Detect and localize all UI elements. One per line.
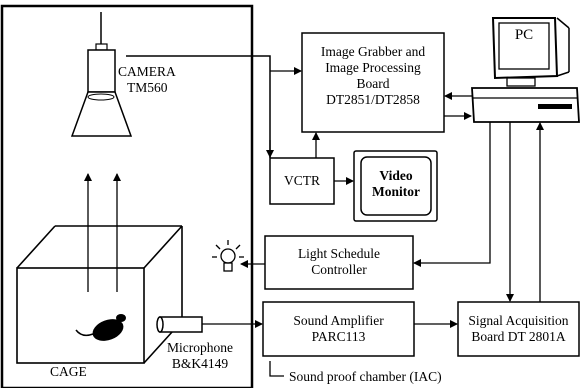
vctr-label-text: VCTR — [283, 173, 320, 188]
pc-to-light-controller-line — [413, 122, 491, 267]
microphone-icon — [156, 316, 203, 333]
light-label-line1: Light Schedule — [297, 246, 381, 261]
pc-label: PC — [499, 27, 549, 43]
sig-label-line2: Board DT 2801A — [471, 329, 566, 344]
grabber-label-line2: Image Processing — [325, 60, 421, 75]
mic-label-line1: Microphone — [167, 340, 233, 355]
sound-amplifier-box — [262, 301, 415, 357]
cage-label-text: CAGE — [50, 364, 87, 379]
amp-label-line1: Sound Amplifier — [293, 313, 384, 328]
sound-proof-chamber — [0, 4, 254, 388]
image-grabber-box — [301, 32, 445, 133]
grabber-label-line3: Board — [356, 76, 390, 91]
amp-label-line2: PARC113 — [311, 329, 366, 344]
microphone-label: Microphone B&K4149 — [150, 340, 250, 372]
signal-acquisition-box — [457, 301, 580, 357]
camera-label-line1: CAMERA — [118, 64, 176, 79]
light-bulb-icon — [212, 240, 244, 272]
sig-label-line1: Signal Acquisition — [468, 313, 569, 328]
pc-label-text: PC — [514, 27, 534, 43]
light-controller-box — [264, 235, 414, 290]
vctr-box — [269, 157, 335, 205]
mouse-icon — [75, 314, 126, 341]
camera-label: CAMERA TM560 — [118, 64, 176, 96]
light-label-line2: Controller — [311, 262, 367, 277]
video-monitor-label: Video Monitor — [361, 168, 431, 200]
video-monitor-screen — [360, 156, 432, 216]
camera-model-label: TM560 — [127, 80, 168, 95]
cage-label: CAGE — [50, 364, 87, 380]
vctr-label: VCTR — [270, 173, 334, 189]
camera-icon — [70, 12, 133, 137]
light-controller-label: Light Schedule Controller — [265, 246, 413, 278]
pc-icon — [471, 17, 580, 123]
grabber-label-line1: Image Grabber and — [320, 44, 426, 59]
sound-amplifier-label: Sound Amplifier PARC113 — [263, 313, 414, 345]
chamber-label-text: Sound proof chamber (IAC) — [289, 369, 442, 384]
camera-cable — [126, 55, 271, 158]
image-grabber-label: Image Grabber and Image Processing Board… — [302, 44, 444, 108]
monitor-label-line2: Monitor — [372, 184, 420, 199]
grabber-label-line4: DT2851/DT2858 — [326, 92, 420, 107]
mic-label-line2: B&K4149 — [171, 356, 229, 371]
signal-acquisition-label: Signal Acquisition Board DT 2801A — [458, 313, 579, 345]
chamber-label: Sound proof chamber (IAC) — [289, 369, 442, 385]
chamber-callout-line — [269, 361, 284, 377]
monitor-label-line1: Video — [379, 168, 413, 183]
